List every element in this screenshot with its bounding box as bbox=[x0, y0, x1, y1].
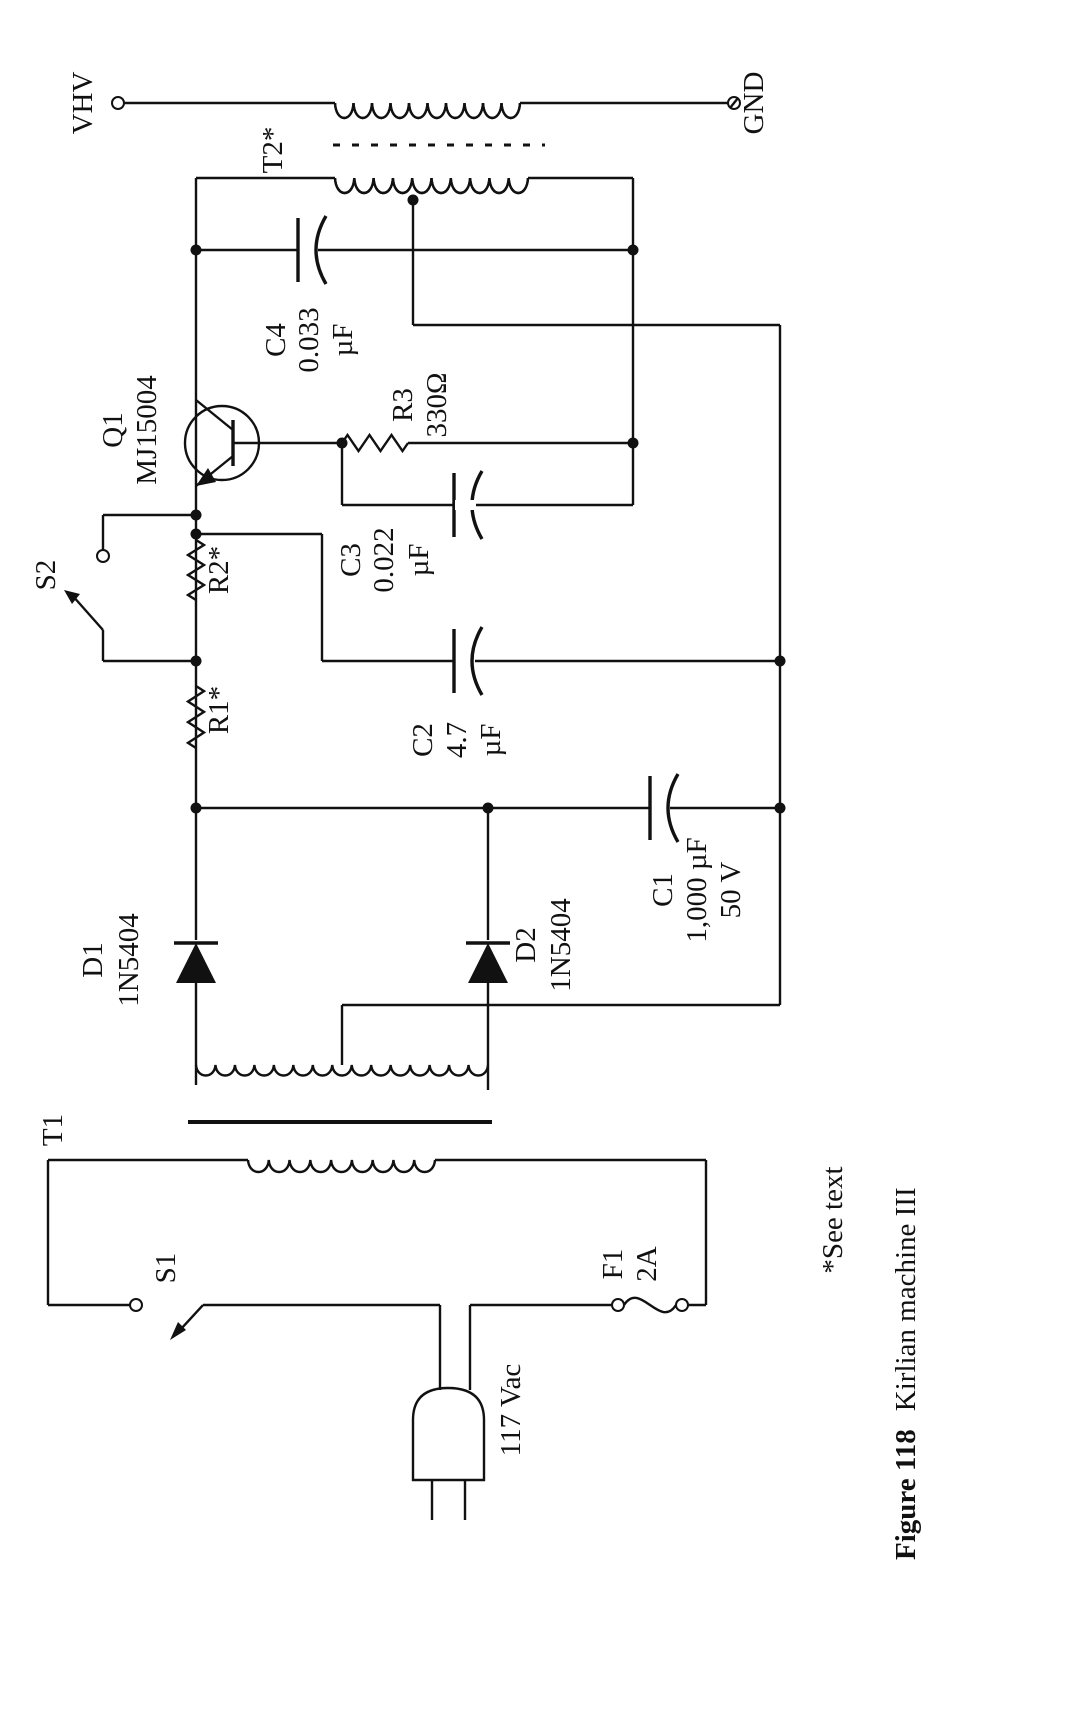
label: 330Ω bbox=[421, 372, 453, 437]
t1-primary-coil bbox=[246, 1159, 437, 1174]
r3-zigzag bbox=[341, 432, 409, 454]
f1-fuse bbox=[468, 1296, 706, 1390]
label: R1* bbox=[203, 686, 235, 734]
label: T2* bbox=[257, 127, 289, 174]
d1-diode bbox=[174, 808, 218, 1065]
junction-dot bbox=[190, 528, 202, 540]
diode-triangle bbox=[176, 943, 216, 983]
s2-switch bbox=[64, 509, 202, 667]
label: T1 bbox=[37, 1114, 69, 1146]
s2-terminal bbox=[96, 549, 110, 563]
label: D1 bbox=[77, 942, 109, 977]
vhv-terminal bbox=[111, 96, 125, 110]
c1-capacitor bbox=[190, 773, 786, 843]
label: C4 bbox=[260, 323, 292, 357]
label: 117 Vac bbox=[495, 1364, 527, 1457]
label: Q1 bbox=[97, 412, 129, 447]
switch-lever bbox=[179, 1304, 204, 1331]
collector-lead bbox=[195, 399, 234, 431]
label: D2 bbox=[510, 927, 542, 962]
c4-capacitor bbox=[190, 215, 639, 285]
label: MJ15004 bbox=[131, 375, 163, 485]
s1-switch bbox=[129, 1298, 442, 1390]
label: R2* bbox=[203, 546, 235, 594]
r2-resistor bbox=[185, 528, 207, 602]
capacitor-curved-plate bbox=[470, 626, 484, 696]
r3-resistor bbox=[336, 432, 639, 454]
label: F1 bbox=[597, 1249, 629, 1280]
junction-dot bbox=[190, 244, 202, 256]
label: 1N5404 bbox=[545, 898, 577, 992]
junction-dot bbox=[190, 509, 202, 521]
figure-title: Kirlian machine III bbox=[890, 1187, 922, 1411]
fuse-element bbox=[622, 1296, 678, 1314]
label: 0.033 bbox=[293, 307, 325, 372]
switch-arrow bbox=[170, 1322, 186, 1340]
junction-dot bbox=[774, 655, 786, 667]
label: µF bbox=[327, 324, 359, 357]
c2-capacitor bbox=[452, 626, 786, 696]
label: GND bbox=[738, 72, 770, 135]
t2-primary-coil-lower bbox=[333, 177, 530, 195]
capacitor-curved-plate bbox=[314, 215, 328, 285]
label: C3 bbox=[335, 543, 367, 577]
s1-terminal bbox=[129, 1298, 143, 1312]
junction-dot bbox=[190, 655, 202, 667]
label: *See text bbox=[817, 1166, 849, 1273]
emitter-arrow bbox=[196, 468, 216, 486]
label: VHV bbox=[67, 72, 99, 135]
plug-body bbox=[411, 1386, 486, 1482]
label: R3 bbox=[387, 388, 419, 422]
label: 50 V bbox=[715, 862, 747, 919]
c3-capacitor bbox=[340, 443, 633, 540]
junction-dot bbox=[627, 244, 639, 256]
gnd-slash bbox=[729, 97, 739, 109]
gap bbox=[455, 500, 475, 510]
label: C2 bbox=[407, 723, 439, 757]
t1-transformer bbox=[46, 1064, 708, 1307]
junction-dot bbox=[627, 437, 639, 449]
figure-caption: Figure 118 Kirlian machine III bbox=[890, 1187, 922, 1560]
label: C1 bbox=[647, 873, 679, 907]
t2-secondary-coil-lower bbox=[333, 102, 522, 120]
fuse-terminal bbox=[675, 1298, 689, 1312]
diode-triangle bbox=[468, 943, 508, 983]
figure-number: Figure 118 bbox=[890, 1429, 922, 1560]
label: S1 bbox=[150, 1253, 182, 1284]
r1-zigzag bbox=[185, 684, 207, 750]
t2-transformer bbox=[111, 96, 780, 327]
label: µF bbox=[403, 544, 435, 577]
label: S2 bbox=[30, 560, 62, 591]
label: 1,000 µF bbox=[681, 837, 713, 942]
r2-zigzag bbox=[185, 538, 207, 602]
mains-plug bbox=[411, 1386, 486, 1520]
switch-lever bbox=[71, 594, 104, 631]
gap bbox=[455, 656, 475, 666]
switch-arrow bbox=[64, 590, 80, 604]
q1-transistor bbox=[183, 399, 338, 487]
label: 0.022 bbox=[368, 527, 400, 592]
junction-dot bbox=[774, 802, 786, 814]
r1-resistor bbox=[185, 684, 207, 750]
label: 1N5404 bbox=[113, 913, 145, 1007]
fuse-terminal bbox=[611, 1298, 625, 1312]
label: 2A bbox=[631, 1246, 663, 1282]
label: µF bbox=[475, 724, 507, 757]
label: 4.7 bbox=[441, 722, 473, 758]
gap bbox=[650, 803, 670, 813]
capacitor-curved-plate bbox=[666, 773, 680, 843]
d2-diode bbox=[466, 808, 510, 1065]
t1-secondary-coil bbox=[194, 1064, 490, 1077]
